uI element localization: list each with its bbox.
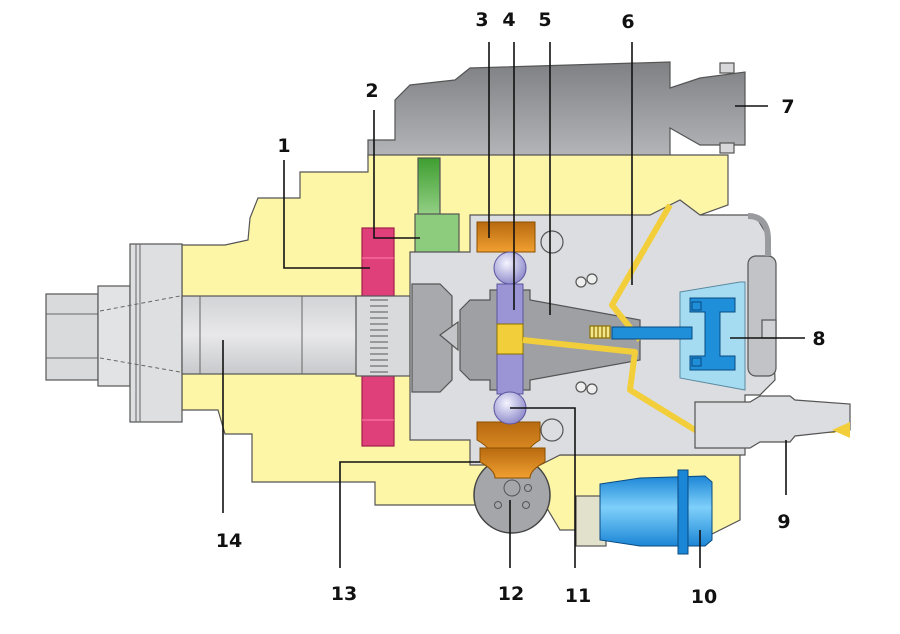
leader-lines [222,42,805,568]
label-6: 6 [621,11,634,33]
plunger-port [496,323,524,355]
small-bearing [575,276,587,288]
gear-teeth-lines [370,299,388,373]
cover-bolt-top [719,62,735,74]
drive-hub [45,293,99,381]
solenoid-armature [689,297,736,371]
label-4: 4 [502,9,515,31]
label-5: 5 [538,9,551,31]
governor-cover [367,61,746,159]
rotor-tip [439,320,459,352]
label-14: 14 [216,530,242,552]
hub-collar [97,285,131,387]
leader-13 [339,461,480,568]
solenoid-flange [677,469,689,555]
label-11: 11 [565,585,591,607]
label-7: 7 [781,96,794,118]
return-pipe [747,213,771,256]
cover-bolt-bottom [719,142,735,154]
leader-1 [283,160,370,269]
green-lever [417,157,441,223]
label-10: 10 [691,586,717,608]
cap-plug [761,319,777,339]
label-3: 3 [475,9,488,31]
cam-follower [479,447,546,479]
drive-shaft [181,295,363,375]
small-bearing [575,381,587,393]
label-1: 1 [277,135,290,157]
leader-2 [373,110,420,239]
bearing-bottom [540,418,564,442]
delivery-valve-outlet [694,395,851,449]
label-13: 13 [331,583,357,605]
valve-needle [611,326,693,340]
spring [589,325,611,339]
label-8: 8 [812,328,825,350]
timer-solenoid [599,475,713,547]
label-2: 2 [365,80,378,102]
cam-hole [524,484,532,492]
leader-11 [510,407,576,568]
outlet-nozzle-tip [832,422,850,438]
roller-ring-top [476,221,536,253]
green-block [414,213,460,255]
bearing-top [540,230,564,254]
cam-hole [503,479,521,497]
label-9: 9 [777,511,790,533]
coil-box [691,357,702,367]
coil-box [691,301,702,311]
roller-top [493,251,527,285]
cam-disc [411,283,453,393]
label-12: 12 [498,583,524,605]
small-bearing [586,273,598,285]
flange-plate [129,243,183,423]
small-bearing [586,383,598,395]
cam-hole [494,501,502,509]
solenoid-cap [747,255,777,377]
cam-hole [522,501,530,509]
